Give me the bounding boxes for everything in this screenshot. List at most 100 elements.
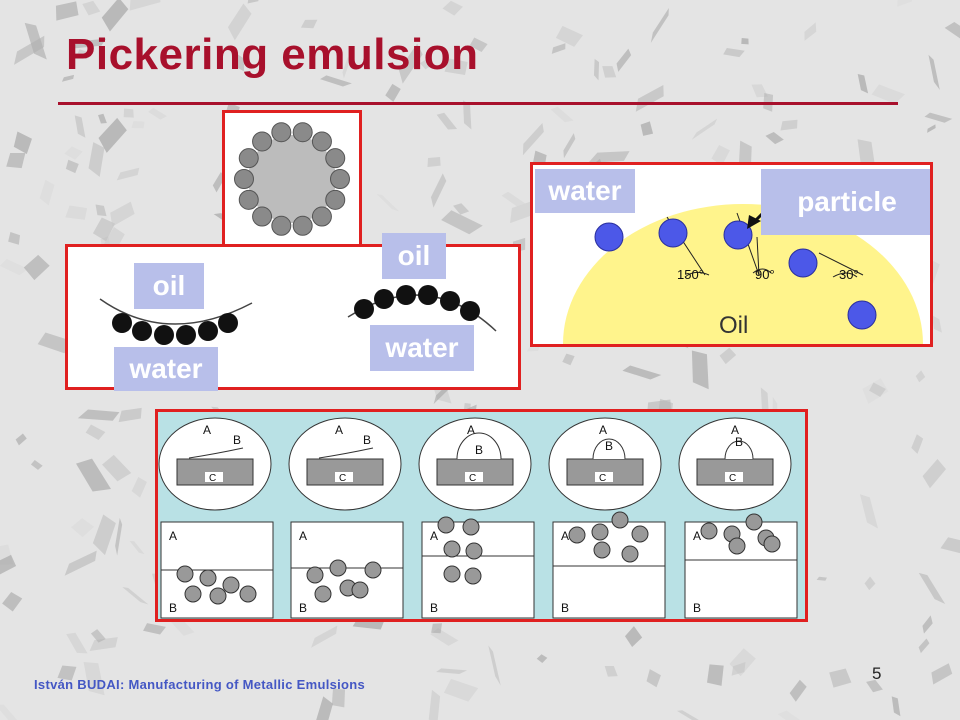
interface-particle [218, 313, 238, 333]
speckle [924, 112, 953, 123]
interface-particle [112, 313, 132, 333]
speckle [14, 35, 45, 65]
speckle [331, 688, 346, 708]
speckle [376, 194, 400, 212]
shell-particle [292, 215, 313, 236]
label-c: C [339, 473, 346, 484]
speckle [82, 0, 101, 16]
speckle [944, 21, 960, 44]
speckle [90, 629, 106, 643]
speckle [77, 409, 120, 421]
speckle [74, 115, 86, 138]
speckle [70, 38, 107, 49]
speckle [741, 37, 749, 45]
dispersed-particle [222, 576, 240, 594]
shell-particle [238, 148, 259, 169]
speckle [922, 459, 947, 489]
speckle [436, 112, 458, 130]
dispersed-particle [364, 561, 382, 579]
speckle [118, 407, 142, 423]
speckle [88, 142, 105, 177]
speckle [428, 689, 441, 720]
speckle [928, 54, 940, 90]
speckle [940, 537, 960, 556]
speckle [927, 124, 936, 133]
angle-arc-30 [832, 272, 858, 278]
dispersed-particle [611, 511, 629, 529]
speckle [441, 210, 483, 235]
speckle [235, 53, 245, 72]
droplet-cap [592, 438, 626, 460]
label-b: B [233, 433, 241, 447]
shell-particle [252, 131, 273, 152]
label-a: A [561, 529, 569, 543]
speckle [247, 0, 259, 4]
dispersed-particle [465, 542, 483, 560]
label-c: C [729, 473, 736, 484]
liquid-film [188, 447, 244, 459]
speckle [342, 56, 350, 79]
speckle [0, 554, 17, 576]
dispersed-particle [591, 523, 609, 541]
speckle [442, 0, 463, 16]
particle-shell-droplet [234, 122, 350, 236]
speckle [857, 73, 869, 94]
angle-arc-150 [684, 271, 710, 278]
speckle [83, 661, 105, 696]
speckle [922, 615, 933, 634]
speckle [0, 704, 20, 720]
speckle [2, 591, 23, 612]
speckle [39, 179, 55, 206]
speckle [635, 85, 664, 112]
label-a: A [299, 529, 307, 543]
interface-particle [418, 285, 438, 305]
speckle [723, 48, 745, 58]
speckle [780, 119, 798, 131]
dispersed-particle [239, 585, 257, 603]
label-b: B [693, 601, 701, 615]
dispersed-particle [568, 526, 586, 544]
speckle [650, 8, 669, 43]
shell-particle [311, 131, 332, 152]
dispersed-particle [621, 545, 639, 563]
shell-particle [252, 206, 273, 227]
phase-box [684, 521, 798, 619]
angle-label-90: 90° [755, 267, 775, 282]
dispersed-particle [631, 525, 649, 543]
speckle [8, 232, 21, 245]
speckle [691, 118, 718, 140]
angle-arc-90 [752, 268, 772, 274]
particle-label: particle [761, 169, 930, 235]
droplet-core [248, 135, 336, 223]
particle-90 [723, 220, 753, 250]
speckle [398, 43, 423, 84]
dispersed-particle [329, 559, 347, 577]
dispersed-particle [209, 587, 227, 605]
curvature-sketch [99, 285, 497, 345]
interface-particle [374, 289, 394, 309]
speckle [731, 662, 746, 676]
speckle [65, 159, 79, 174]
dispersed-particle [462, 518, 480, 536]
title-underline [58, 102, 898, 105]
label-a: A [599, 423, 607, 437]
speckle [64, 550, 97, 576]
c-label-box [335, 472, 353, 482]
dispersed-particle [443, 540, 461, 558]
speckle [95, 204, 107, 217]
speckle [804, 22, 817, 41]
footer-author: István BUDAI: Manufacturing of Metallic … [34, 677, 366, 692]
speckle [23, 254, 50, 281]
particle-30 [788, 248, 818, 278]
shell-particle [271, 215, 292, 236]
arrow-head [747, 215, 761, 229]
speckle [789, 679, 807, 702]
shell-particle [271, 122, 292, 143]
interface-particle [396, 285, 416, 305]
speckle [444, 58, 468, 75]
speckle [64, 146, 83, 160]
speckle [115, 517, 123, 556]
particle-150 [658, 218, 688, 248]
speckle [129, 0, 161, 11]
speckle [918, 638, 930, 654]
